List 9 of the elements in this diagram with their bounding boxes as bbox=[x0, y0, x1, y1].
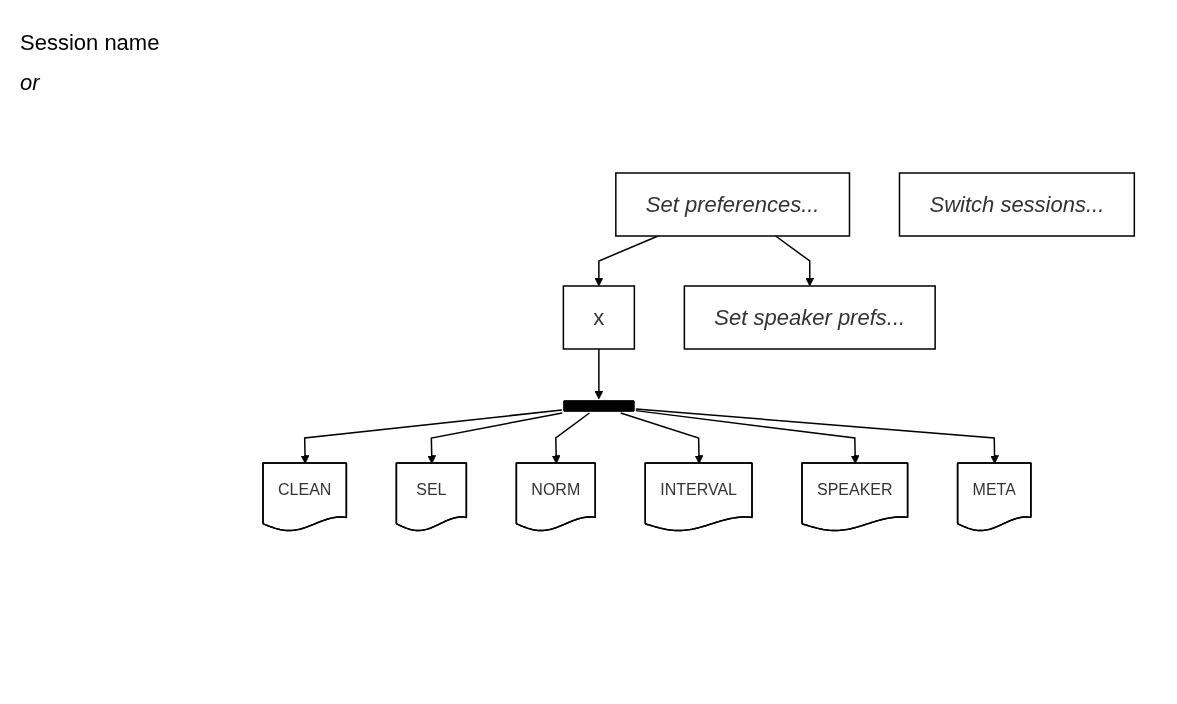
arrow bbox=[594, 235, 659, 287]
node-box: Set speaker prefs... bbox=[683, 285, 936, 350]
node-box: Switch sessions... bbox=[898, 172, 1135, 237]
node-caption: Session name bbox=[20, 30, 161, 56]
node-box: x bbox=[562, 285, 635, 350]
connector-word: or bbox=[20, 70, 42, 96]
node-box: Set preferences... bbox=[614, 172, 851, 237]
arrow bbox=[774, 235, 814, 287]
arrow bbox=[594, 348, 604, 400]
